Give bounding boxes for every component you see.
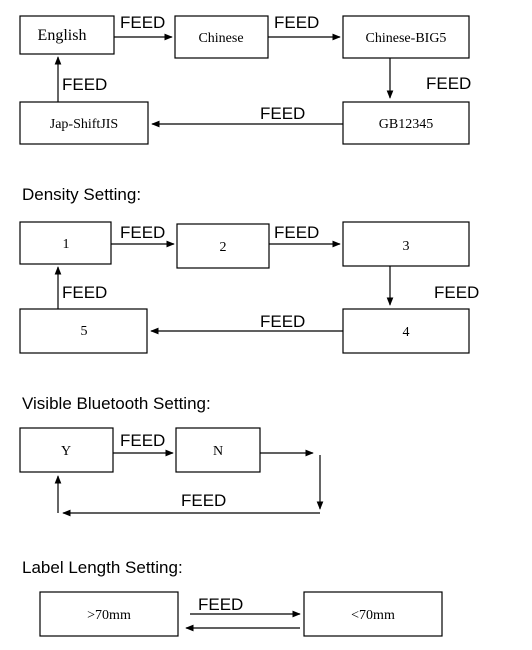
feed-label: FEED [426, 74, 471, 93]
node-density-5: 5 [81, 324, 88, 339]
node-box-density-5 [19, 308, 148, 354]
node-chinese-big5: Chinese-BIG5 [366, 31, 447, 46]
node-box-chinese [174, 15, 269, 59]
node-bluetooth-n: N [213, 444, 223, 459]
feed-label: FEED [62, 75, 107, 94]
density-section: Density Setting: 1 2 3 4 5 FEED FEED FEE… [19, 185, 479, 354]
node-density-1: 1 [63, 237, 70, 252]
feed-label: FEED [120, 431, 165, 450]
feed-label: FEED [274, 223, 319, 242]
bluetooth-section: Visible Bluetooth Setting: Y N FEED FEED [19, 394, 324, 517]
feed-label: FEED [120, 223, 165, 242]
node-box-bluetooth-y [19, 427, 114, 473]
node-english: English [38, 27, 87, 44]
label-length-section: Label Length Setting: >70mm <70mm FEED [22, 558, 443, 637]
feed-label: FEED [434, 283, 479, 302]
feed-label: FEED [260, 312, 305, 331]
feed-label: FEED [260, 104, 305, 123]
section-title-bluetooth: Visible Bluetooth Setting: [22, 394, 211, 413]
node-box-label-gt70 [39, 591, 179, 637]
node-box-density-3 [342, 221, 470, 267]
node-box-bluetooth-n [175, 427, 261, 473]
node-density-3: 3 [403, 239, 410, 254]
feed-label: FEED [181, 491, 226, 510]
node-density-4: 4 [403, 325, 410, 340]
node-box-gb12345 [342, 101, 470, 145]
node-box-jap-shiftjis [19, 101, 149, 145]
node-jap-shiftjis: Jap-ShiftJIS [50, 117, 118, 132]
language-section: English Chinese Chinese-BIG5 GB12345 Jap… [19, 13, 471, 145]
node-box-density-2 [176, 223, 270, 269]
node-box-chinese-big5 [342, 15, 470, 59]
feed-label: FEED [198, 595, 243, 614]
node-gb12345: GB12345 [379, 117, 433, 132]
node-density-2: 2 [220, 240, 227, 255]
node-label-lt70: <70mm [351, 608, 395, 623]
node-chinese: Chinese [198, 31, 243, 46]
feed-label: FEED [120, 13, 165, 32]
section-title-density: Density Setting: [22, 185, 141, 204]
node-label-gt70: >70mm [87, 608, 131, 623]
node-box-english [19, 15, 115, 55]
section-title-label-length: Label Length Setting: [22, 558, 183, 577]
node-bluetooth-y: Y [61, 444, 71, 459]
feed-label: FEED [274, 13, 319, 32]
node-box-density-1 [19, 221, 112, 265]
feed-label: FEED [62, 283, 107, 302]
node-box-density-4 [342, 308, 470, 354]
node-box-label-lt70 [303, 591, 443, 637]
